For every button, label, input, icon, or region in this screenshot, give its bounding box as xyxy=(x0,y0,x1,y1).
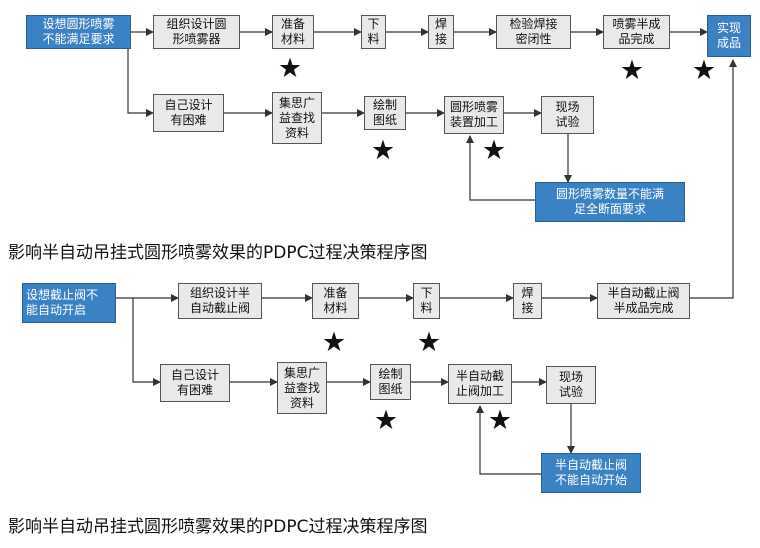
step-spray-semifinished: 喷雾半成 品完成 xyxy=(603,15,670,49)
step-design-spray: 组织设计圆 形喷雾器 xyxy=(153,15,240,49)
star-icon: ★ xyxy=(619,55,645,86)
step-field-test-2: 现场 试验 xyxy=(546,366,596,404)
star-icon: ★ xyxy=(487,405,513,436)
step-design-valve: 组织设计半 自动截止阀 xyxy=(178,283,262,319)
step-brainstorm-research-2: 集思广 益查找 资料 xyxy=(277,362,327,414)
start-node-valve: 设想截止阀不 能自动开启 xyxy=(22,283,116,323)
step-valve-semifinished: 半自动截止阀 半成品完成 xyxy=(597,283,690,319)
start-node-spray: 设想圆形喷雾 不能满足要求 xyxy=(26,15,131,49)
step-prepare-materials-2: 准备 材料 xyxy=(312,283,359,319)
diagram1-caption: 影响半自动吊挂式圆形喷雾效果的PDPC过程决策程序图 xyxy=(8,243,428,263)
step-prepare-materials: 准备 材料 xyxy=(272,15,314,49)
diagram2-caption: 影响半自动吊挂式圆形喷雾效果的PDPC过程决策程序图 xyxy=(8,517,428,537)
star-icon: ★ xyxy=(481,135,507,166)
star-icon: ★ xyxy=(373,405,399,436)
problem-node-valve-open: 半自动截止阀 不能自动开始 xyxy=(541,453,641,493)
step-design-difficult-2: 自己设计 有困难 xyxy=(160,364,230,402)
star-icon: ★ xyxy=(691,55,717,86)
step-brainstorm-research: 集思广 益查找 资料 xyxy=(272,92,322,144)
star-icon: ★ xyxy=(321,327,347,358)
step-field-test: 现场 试验 xyxy=(541,96,594,134)
star-icon: ★ xyxy=(416,327,442,358)
step-design-difficult: 自己设计 有困难 xyxy=(153,94,224,132)
step-cutting: 下 料 xyxy=(361,15,386,49)
problem-node-spray-coverage: 圆形喷雾数量不能满 足全断面要求 xyxy=(535,182,685,222)
step-machine-valve: 半自动截 止阀加工 xyxy=(448,364,512,404)
step-welding: 焊 接 xyxy=(428,15,454,49)
diagram1-connectors xyxy=(127,28,708,201)
step-machine-spray-device: 圆形喷雾 装置加工 xyxy=(444,96,504,134)
star-icon: ★ xyxy=(277,53,303,84)
star-icon: ★ xyxy=(370,135,396,166)
step-draw-drawings: 绘制 图纸 xyxy=(364,96,406,130)
step-check-weld-seal: 检验焊接 密闭性 xyxy=(496,15,571,49)
step-welding-2: 焊 接 xyxy=(513,283,542,319)
diagram2-connectors xyxy=(116,59,737,475)
goal-node-finished-product: 实现 成品 xyxy=(707,15,751,57)
step-draw-drawings-2: 绘制 图纸 xyxy=(370,364,411,400)
step-cutting-2: 下 料 xyxy=(413,283,440,319)
